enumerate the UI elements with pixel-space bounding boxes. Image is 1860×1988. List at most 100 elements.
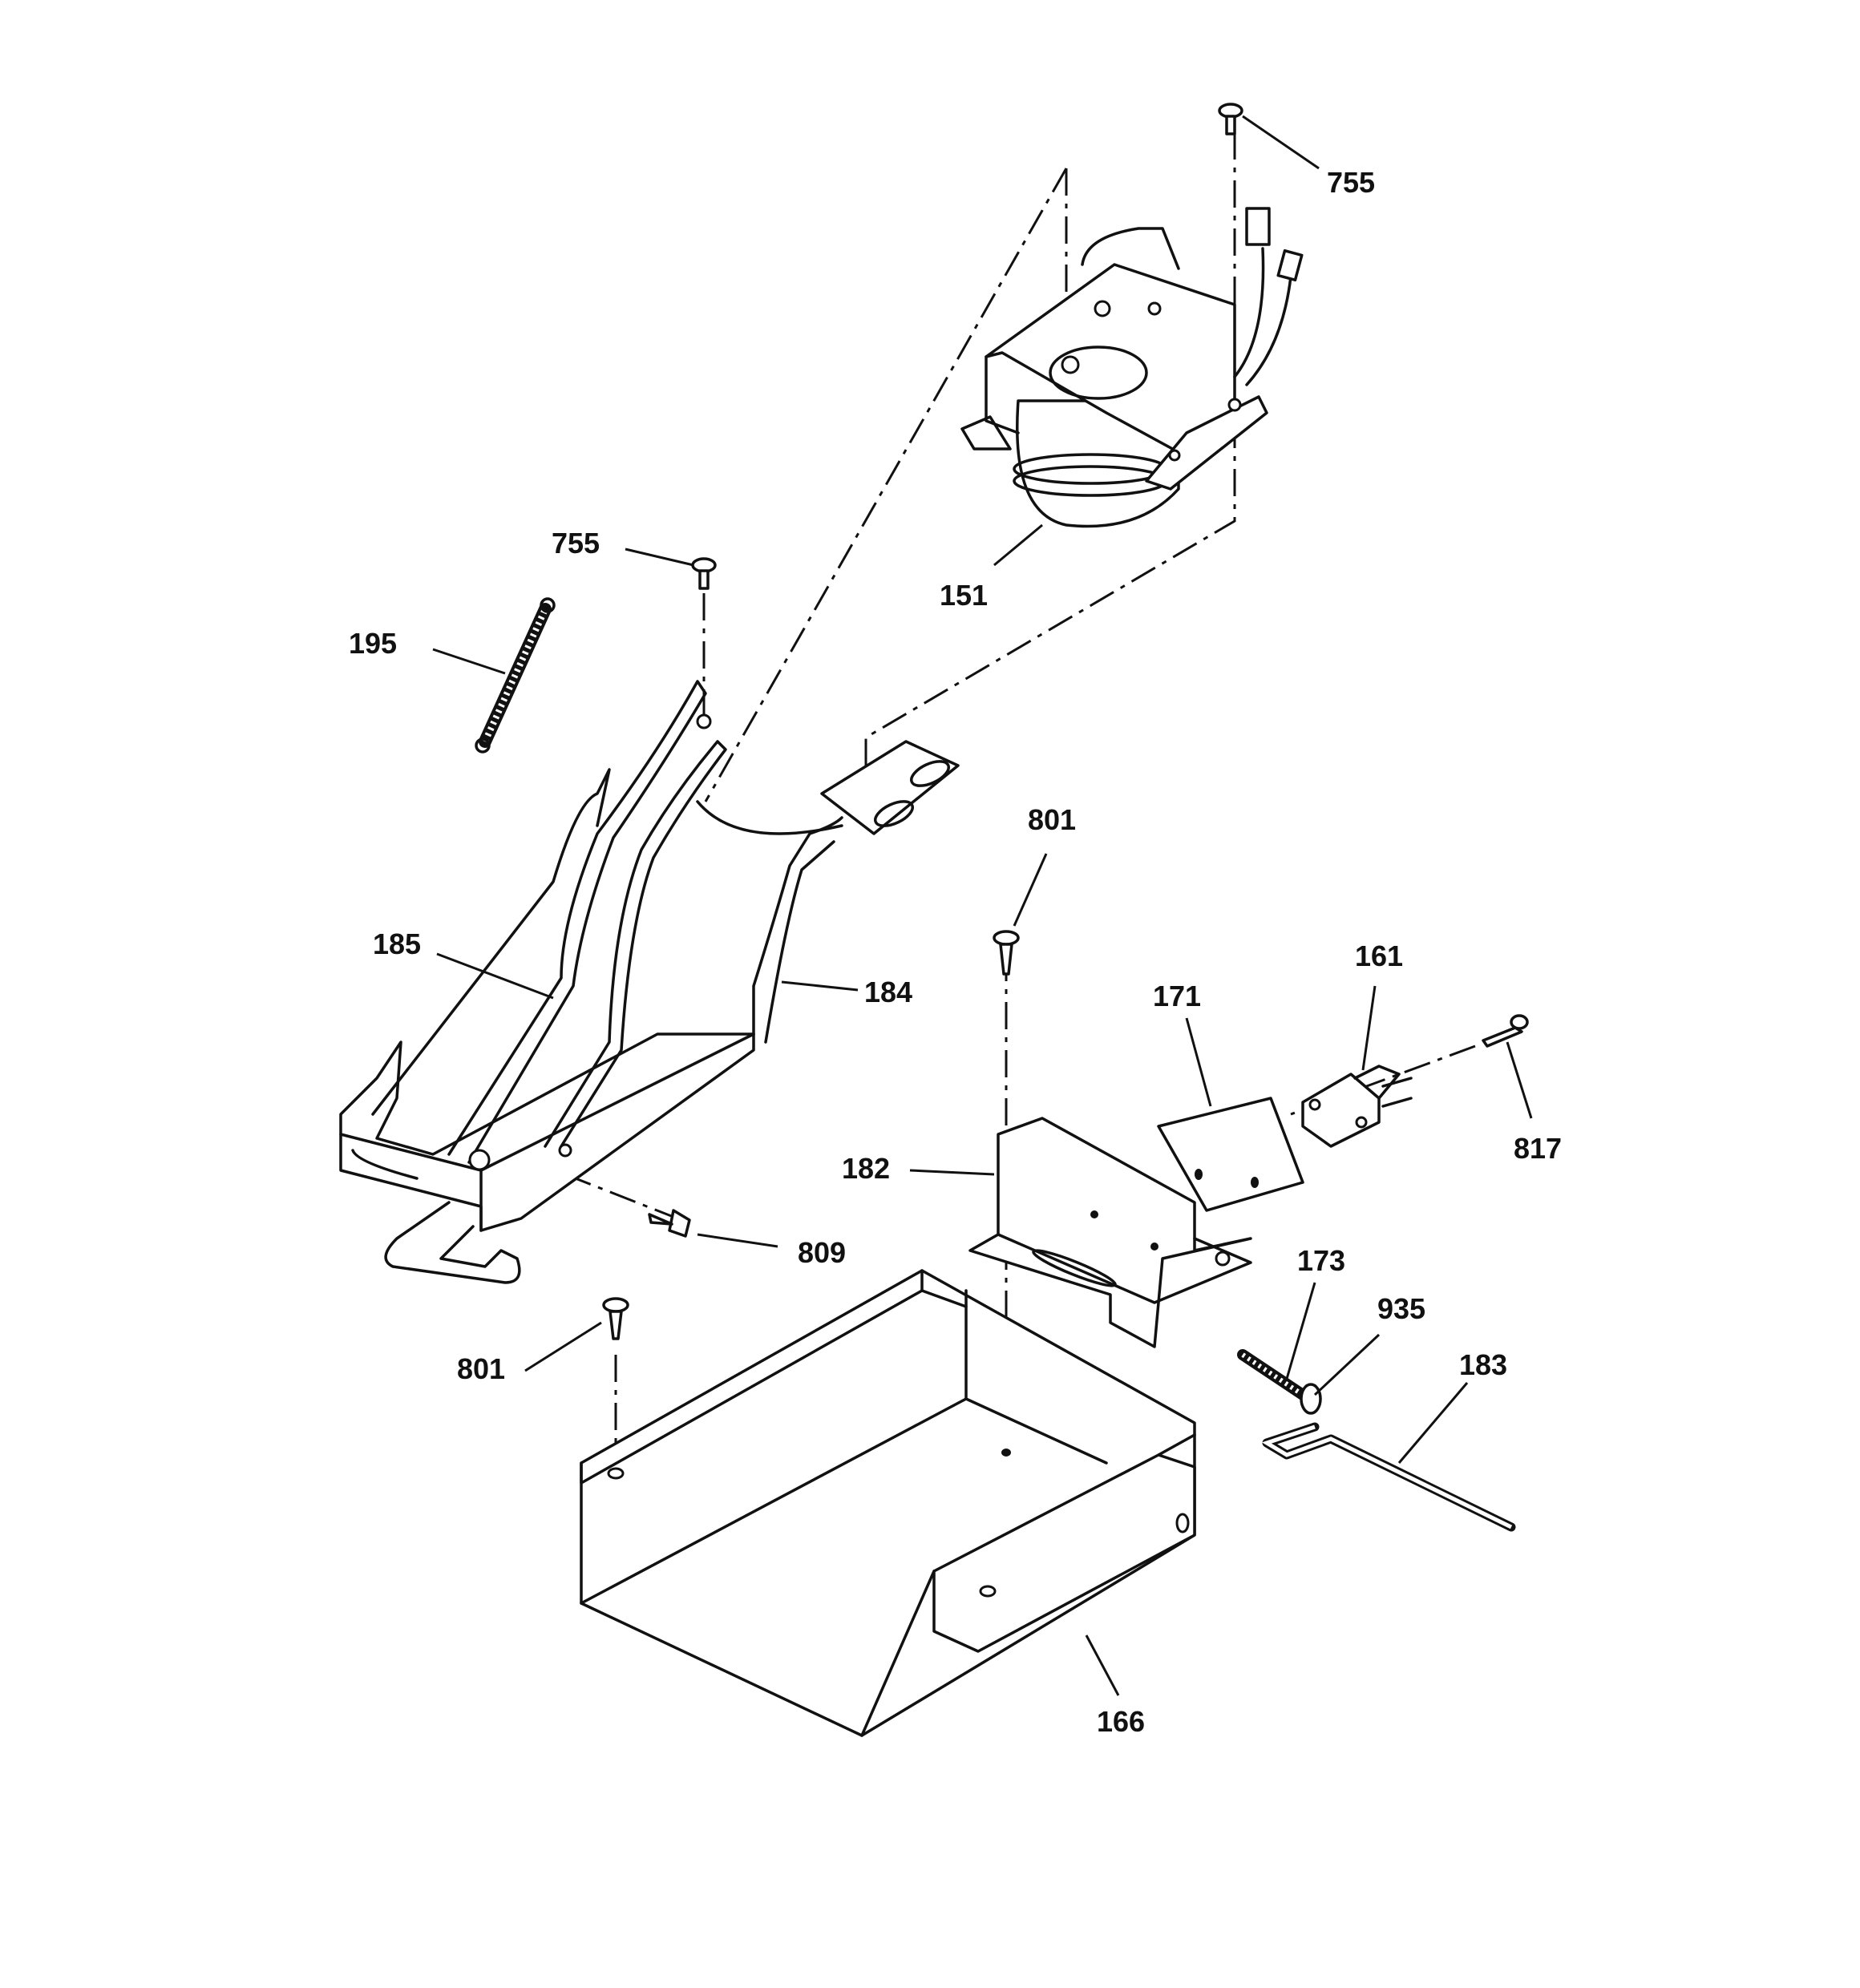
screw-755-middle [691, 557, 717, 590]
screw-801-left [602, 1297, 629, 1340]
tray-back-rim [580, 1289, 968, 1485]
switch-terminal-1 [1381, 1077, 1413, 1088]
leader-161 [1361, 985, 1377, 1071]
motor-gear-housing [1049, 345, 1148, 400]
plate-hole-1 [910, 760, 950, 787]
label-817: 817 [1514, 1132, 1562, 1165]
screw-801-center [993, 930, 1020, 976]
label-151: 151 [940, 579, 988, 612]
label-755-top: 755 [1327, 166, 1375, 199]
label-801-center: 801 [1028, 803, 1076, 836]
leader-166 [1085, 1634, 1120, 1696]
motor-151 [960, 207, 1304, 528]
switch-body [1301, 1073, 1381, 1148]
leader-195 [432, 648, 506, 675]
screw-809 [648, 1209, 691, 1238]
screw-809-line [564, 1173, 678, 1220]
label-183: 183 [1459, 1348, 1507, 1381]
chute-slot [351, 1149, 418, 1180]
chute-mount-plate [820, 740, 960, 835]
leader-185 [436, 952, 554, 1000]
label-171: 171 [1153, 980, 1201, 1012]
screw-755-top [1218, 103, 1243, 135]
bolt-173 [1237, 1349, 1308, 1400]
label-801-left: 801 [457, 1352, 505, 1385]
leader-184 [781, 980, 859, 992]
label-185: 185 [373, 927, 421, 960]
chute-rail-left [447, 680, 707, 1164]
bracket-hole-3 [1215, 1251, 1231, 1267]
label-935: 935 [1377, 1292, 1425, 1325]
leader-935 [1313, 1333, 1381, 1396]
label-182: 182 [842, 1152, 890, 1185]
tray-lip-hole [979, 1585, 997, 1598]
leader-755a [1242, 115, 1320, 170]
insulator-hole-1 [1195, 1169, 1203, 1180]
leader-183 [1397, 1382, 1469, 1464]
wire-terminal-1 [1245, 207, 1271, 246]
label-755-middle: 755 [552, 527, 600, 560]
label-173: 173 [1297, 1244, 1345, 1277]
label-161: 161 [1355, 939, 1403, 972]
chute-arm-184-inner [764, 840, 835, 1044]
tray-floor-line [580, 1397, 968, 1605]
motor-bracket-foot-right [1145, 395, 1268, 491]
chute-side-hole [558, 1143, 572, 1158]
bracket-hole-1 [1090, 1210, 1098, 1218]
leader-171 [1185, 1017, 1212, 1107]
leader-809 [697, 1233, 778, 1248]
leader-173 [1285, 1282, 1316, 1380]
spring-195 [475, 597, 556, 754]
leader-755b [625, 548, 694, 567]
tray-lip-edge [1157, 1433, 1196, 1457]
motor-shaft [1061, 355, 1080, 374]
label-809: 809 [798, 1236, 846, 1269]
motor-foot-hole [1168, 449, 1181, 462]
motor-bracket-left [985, 355, 1020, 434]
tray-center-hole [1001, 1449, 1011, 1457]
tray-side-hole [1175, 1513, 1190, 1533]
motor-wire-1 [1233, 247, 1265, 378]
leader-182 [909, 1169, 995, 1176]
chute-hook [384, 1201, 521, 1284]
label-195: 195 [349, 627, 397, 660]
switch-terminal-2 [1381, 1097, 1413, 1108]
insulator-hole-2 [1251, 1177, 1259, 1188]
motor-mount-hole [1227, 398, 1242, 412]
washer-935 [1300, 1383, 1322, 1415]
chute-side-wall [371, 768, 611, 1116]
insulator-sheet [1157, 1097, 1304, 1212]
chute-top-hole [696, 713, 712, 729]
insulator-171 [1157, 1097, 1304, 1212]
chute-cross-bar [696, 800, 843, 835]
chute-frame-185 [339, 680, 960, 1284]
label-166: 166 [1097, 1705, 1145, 1738]
bracket-182 [968, 1117, 1252, 1348]
bracket-plate [968, 1117, 1252, 1348]
bracket-slot [1032, 1249, 1117, 1287]
leader-817 [1506, 1041, 1533, 1119]
motor-bracket-hole-2 [1147, 301, 1162, 316]
leader-151 [993, 523, 1043, 567]
label-184: 184 [864, 976, 912, 1008]
switch-161 [1301, 1065, 1413, 1148]
motor-top-tab [1081, 227, 1180, 270]
bracket-hole-2 [1150, 1242, 1158, 1251]
plate-hole-2 [874, 800, 914, 827]
leader-801a [1013, 853, 1048, 927]
bracket-fold [997, 1233, 1252, 1304]
switch-mount-hole [1308, 1098, 1321, 1111]
switch-top [1353, 1065, 1401, 1100]
chute-arm-184 [752, 816, 843, 1036]
tray-166 [580, 1269, 1196, 1737]
motor-axis-line [704, 168, 1068, 802]
motor-bracket-hole [1094, 300, 1111, 317]
motor-bracket-foot-left [960, 415, 1012, 451]
motor-wire-2 [1245, 275, 1292, 386]
tray-mount-hole [607, 1467, 625, 1480]
leader-801b [524, 1321, 602, 1372]
wire-terminal-2 [1276, 248, 1304, 282]
leader-lines [432, 115, 1533, 1696]
